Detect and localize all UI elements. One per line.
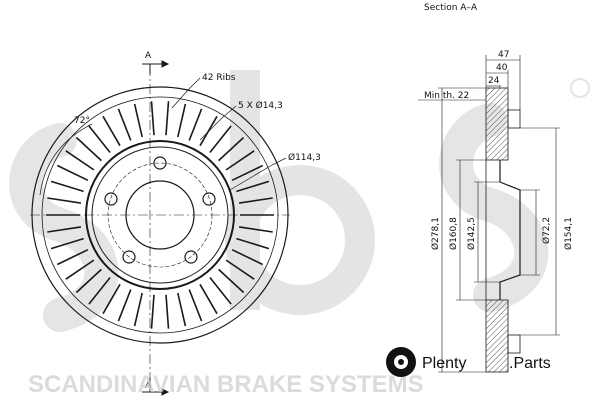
brand-suffix: .Parts bbox=[509, 355, 551, 372]
section-arrow-top-label: A bbox=[145, 51, 152, 61]
watermark-footer: SCANDINAVIAN BRAKE SYSTEMS bbox=[28, 371, 424, 398]
rib bbox=[47, 197, 82, 204]
rib bbox=[238, 226, 273, 233]
rib bbox=[88, 125, 111, 153]
rib bbox=[225, 150, 255, 171]
angle-label: 72° bbox=[74, 116, 90, 126]
rib bbox=[218, 268, 245, 294]
ribs-label: 42 Ribs bbox=[202, 73, 236, 83]
rib bbox=[75, 136, 102, 162]
diameter-142-label: Ø142,5 bbox=[466, 217, 477, 250]
rib bbox=[188, 289, 203, 322]
diameter-160-label: Ø160,8 bbox=[448, 217, 459, 250]
rib bbox=[65, 150, 95, 171]
rib bbox=[133, 103, 143, 138]
section-a-a bbox=[418, 55, 560, 373]
disc-front-view bbox=[30, 66, 290, 392]
width-47-label: 47 bbox=[498, 50, 509, 60]
rib bbox=[199, 283, 218, 315]
rib bbox=[56, 164, 89, 182]
diameter-154-label: Ø154,1 bbox=[563, 217, 574, 250]
rib bbox=[102, 283, 121, 315]
rib bbox=[209, 277, 232, 305]
rib bbox=[88, 277, 111, 305]
rib bbox=[165, 294, 170, 329]
rib bbox=[56, 248, 89, 266]
diameter-278-label: Ø278,1 bbox=[430, 217, 441, 250]
vertical-dimension-labels: Ø278,1 Ø160,8 Ø142,5 Ø72,2 Ø154,1 bbox=[430, 217, 574, 250]
rib bbox=[177, 292, 187, 327]
section-arrow-bottom bbox=[142, 378, 170, 396]
rib bbox=[50, 180, 84, 193]
rib bbox=[177, 103, 187, 138]
rib bbox=[165, 101, 170, 136]
pcd-label: Ø114,3 bbox=[288, 152, 321, 163]
bolt-holes bbox=[104, 156, 216, 264]
width-24-label: 24 bbox=[488, 76, 500, 86]
section-arrow-top bbox=[142, 60, 170, 74]
brand-name: Plenty bbox=[422, 355, 466, 372]
rib bbox=[150, 101, 155, 136]
rib bbox=[65, 259, 95, 280]
rib bbox=[188, 108, 203, 141]
rib bbox=[225, 259, 255, 280]
rib bbox=[117, 289, 132, 322]
rib bbox=[47, 226, 82, 233]
rib bbox=[133, 292, 143, 327]
rib bbox=[236, 237, 270, 250]
rib bbox=[231, 164, 264, 182]
section-title: Section A–A bbox=[424, 3, 478, 13]
plenty-parts-badge: Plenty .Parts bbox=[386, 347, 551, 377]
rib bbox=[150, 294, 155, 329]
rib bbox=[199, 115, 218, 147]
rib bbox=[209, 125, 232, 153]
rib bbox=[75, 268, 102, 294]
rib bbox=[102, 115, 121, 147]
cooling-ribs bbox=[46, 101, 274, 329]
section-arrow-bottom-label: A bbox=[145, 381, 152, 391]
holes-label: 5 X Ø14,3 bbox=[238, 100, 283, 111]
rib bbox=[218, 136, 245, 162]
rib bbox=[236, 180, 270, 193]
min-thickness-label: Min th. 22 bbox=[424, 91, 469, 101]
rib bbox=[117, 108, 132, 141]
rib bbox=[238, 197, 273, 204]
rib bbox=[231, 248, 264, 266]
rib bbox=[50, 237, 84, 250]
gear-icon bbox=[386, 347, 416, 377]
leader-lines bbox=[39, 77, 287, 196]
diameter-72-label: Ø72,2 bbox=[541, 217, 552, 244]
width-40-label: 40 bbox=[496, 63, 508, 73]
